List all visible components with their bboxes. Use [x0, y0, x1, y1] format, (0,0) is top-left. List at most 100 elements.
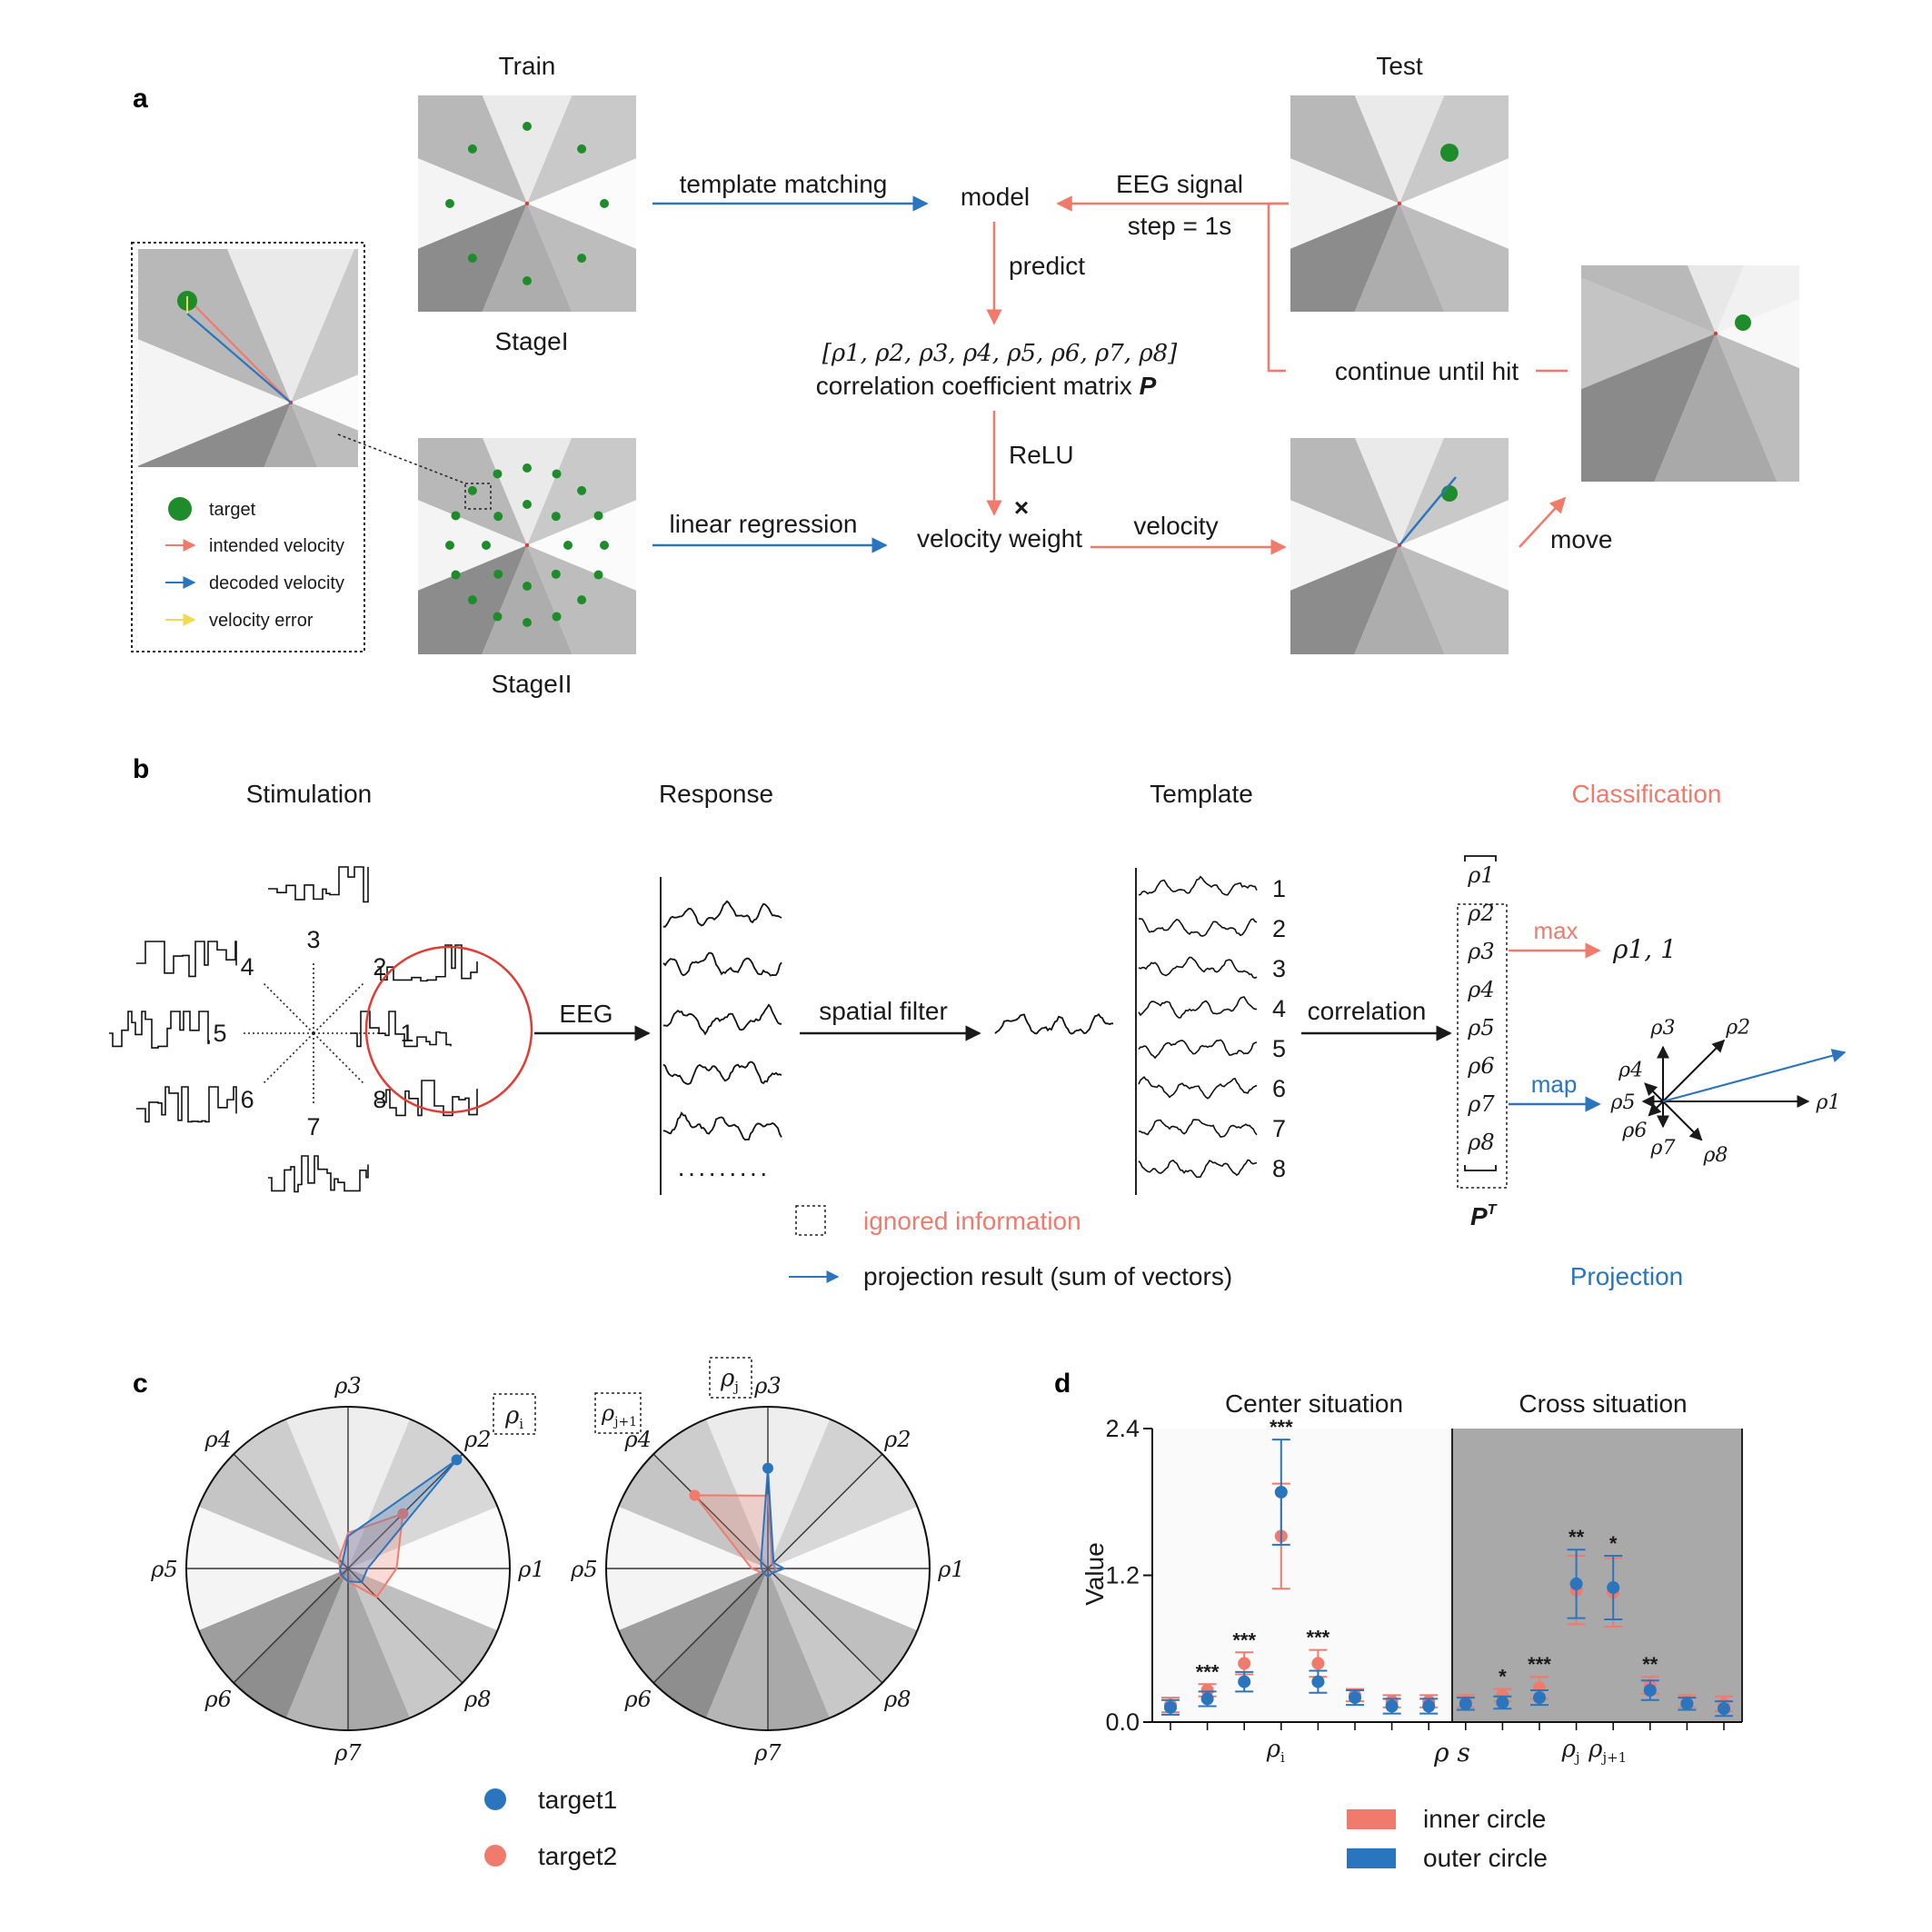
stim-code [351, 1011, 452, 1048]
ignored-legend-label: ignored information [863, 1207, 1081, 1235]
polar-sector [768, 1569, 882, 1718]
wedge-4 [1290, 438, 1399, 545]
polar-sector [606, 1506, 768, 1569]
polar-sector [348, 1569, 510, 1631]
test-target [1440, 144, 1459, 162]
response-dots: ········· [677, 1159, 770, 1187]
target-dot [493, 512, 503, 522]
mean-point [1459, 1697, 1472, 1710]
rho-j-sub: j [732, 1379, 739, 1395]
rho-j-box [709, 1357, 752, 1399]
target-dot [593, 570, 603, 580]
wedge-7 [482, 545, 573, 654]
polar-axis [233, 1568, 349, 1684]
x-tick-sub: j [1574, 1749, 1580, 1766]
target-dot [523, 618, 532, 627]
proj-vector [1644, 1082, 1664, 1102]
polar-peak-target1 [451, 1454, 463, 1466]
mean-point [1311, 1657, 1325, 1670]
target-dot [552, 469, 562, 479]
pt-superscript: T [1488, 1202, 1498, 1218]
bracket-bottom [1464, 1165, 1497, 1171]
polar-shape-target1 [760, 1468, 787, 1578]
ignored-legend-box [795, 1205, 826, 1236]
mean-point [1164, 1700, 1177, 1714]
target-dot [600, 199, 609, 208]
x-tick-label: ρj+1 [1588, 1736, 1627, 1766]
center-dot [1397, 201, 1402, 206]
pt-ρ4: ρ4 [1467, 977, 1494, 1002]
wedge-3 [483, 438, 572, 545]
polar-label-2: ρ2 [463, 1427, 491, 1452]
wedge-8 [1399, 545, 1509, 654]
rho-j1-symbol: ρ [601, 1400, 614, 1426]
panel-a: a Train Test StageI StageII target inten… [131, 52, 1799, 698]
cross-background [1452, 1429, 1742, 1722]
proj-label: ρ8 [1703, 1144, 1728, 1167]
panel-label-d: d [1054, 1369, 1071, 1399]
stage1-label: StageI [495, 327, 569, 355]
eeg-label: EEG [559, 1000, 612, 1028]
signal-trace [662, 951, 782, 977]
significance-mark: *** [1528, 1653, 1551, 1676]
significance-mark: * [1609, 1532, 1618, 1555]
signal-trace [662, 1003, 782, 1036]
template-title: Template [1150, 780, 1253, 808]
polar-rim [605, 1406, 931, 1731]
polar-sector [705, 1569, 768, 1730]
stim-axis-6 [261, 1032, 314, 1086]
target-dot [577, 595, 587, 605]
proj-label: ρ5 [1610, 1091, 1636, 1114]
rho-i-box [493, 1393, 536, 1435]
polar-label-4: ρ4 [623, 1427, 651, 1452]
polar-label-4: ρ4 [204, 1427, 231, 1452]
screen-wedges [1290, 95, 1509, 312]
legend-target1-dot [484, 1788, 506, 1810]
predict-label: predict [1009, 252, 1085, 280]
rho-i-label: ρi [504, 1402, 523, 1432]
velocity-label: velocity [1133, 512, 1218, 540]
target-dot [467, 595, 477, 605]
wedge-5 [1290, 500, 1399, 591]
proj-label: ρ1 [1816, 1091, 1841, 1114]
projection-legend-label: projection result (sum of vectors) [863, 1262, 1232, 1290]
polar-sector [653, 1569, 768, 1718]
wedge-1 [1399, 158, 1509, 249]
relu-label: ReLU [1009, 441, 1074, 469]
polar-peak-target2 [397, 1508, 409, 1519]
wedge-6 [138, 403, 291, 467]
polar-shape-target1 [339, 1459, 458, 1584]
polar-label-3: ρ3 [753, 1373, 781, 1399]
inset-decoded [186, 313, 292, 403]
target-dot [482, 541, 491, 550]
signal-trace [1138, 1076, 1258, 1100]
stim-code [377, 944, 478, 982]
polar-label-7: ρ7 [334, 1740, 362, 1766]
target-dot [563, 541, 573, 550]
move-arrow [1519, 496, 1567, 548]
move-label: move [1550, 525, 1612, 553]
target-dot [552, 612, 562, 622]
polar-label-8: ρ8 [463, 1687, 491, 1712]
wedge-2 [527, 438, 636, 545]
velocity-vector [1399, 476, 1457, 546]
mean-point [1311, 1675, 1325, 1688]
pt-ρ8: ρ8 [1467, 1130, 1494, 1155]
mean-point [1422, 1699, 1436, 1713]
target-dot [445, 541, 454, 550]
polar-sector [348, 1454, 498, 1569]
inset-intended [188, 299, 292, 403]
polar-sector [768, 1569, 831, 1730]
step-label: step = 1s [1128, 212, 1231, 240]
wedge-3 [482, 95, 573, 204]
eeg-signal-label: EEG signal [1116, 170, 1243, 198]
stim-direction-label: 7 [306, 1113, 320, 1140]
pt-ρ5: ρ5 [1467, 1015, 1494, 1041]
